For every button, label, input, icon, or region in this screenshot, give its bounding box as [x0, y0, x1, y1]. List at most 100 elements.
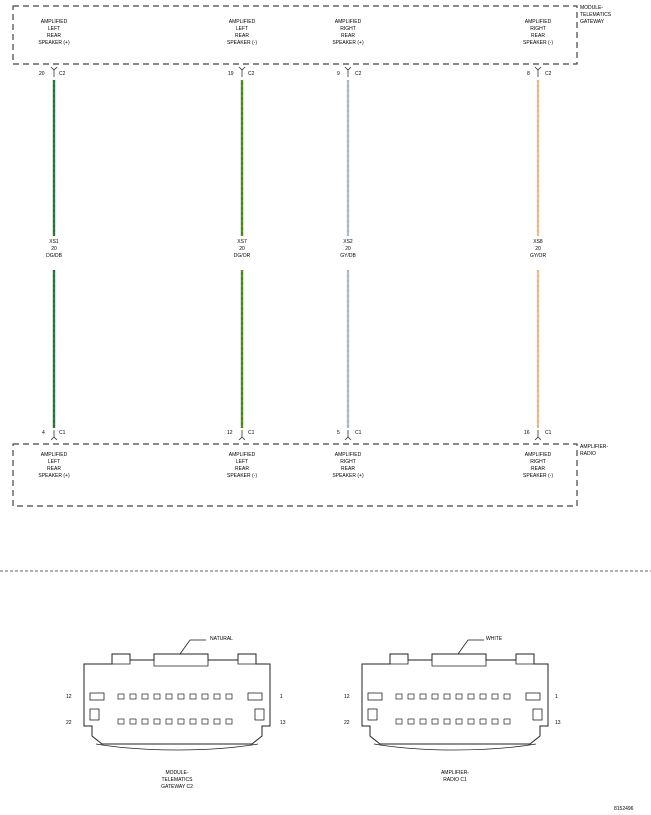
- bottom-pin-number: 4: [42, 430, 45, 436]
- terminal-mark: [50, 430, 58, 441]
- bottom-module-label: AMPLIFIER- RADIO: [580, 444, 608, 458]
- top-pin-number: 9: [337, 71, 340, 77]
- label-line: REAR: [341, 466, 355, 472]
- label-line: LEFT: [47, 26, 61, 32]
- label-line: RIGHT: [530, 459, 546, 465]
- label-line: SPEAKER (-): [522, 40, 554, 46]
- pin-cavity: [419, 693, 427, 700]
- connector-face-radio: [361, 639, 549, 751]
- terminal-mark: [534, 430, 542, 441]
- bottom-pin-number: 5: [337, 430, 340, 436]
- bottom-pin-number: 16: [524, 430, 530, 436]
- pin-cavity: [225, 693, 233, 700]
- caption-line: RADIO C1: [443, 777, 467, 783]
- pin-cavity: [177, 693, 185, 700]
- pin-cavity: [141, 693, 149, 700]
- top-module-box: [12, 5, 578, 65]
- wire-color-code: GY/OR: [529, 253, 547, 259]
- pin-cavity: [129, 693, 137, 700]
- wire-gauge: 20: [51, 246, 57, 252]
- pin-cavity: [201, 693, 209, 700]
- bottom-connector-id: C1: [248, 430, 255, 436]
- label-line: REAR: [531, 33, 545, 39]
- label-line: REAR: [341, 33, 355, 39]
- terminal-mark: [238, 66, 246, 77]
- circuit-bottom-label: AMPLIFIED LEFT REAR SPEAKER (+): [38, 452, 69, 480]
- pin-cavity: [189, 693, 197, 700]
- figure-id: 8152496: [614, 806, 634, 812]
- pin-cavity: [153, 718, 161, 725]
- pin-cavity: [129, 718, 137, 725]
- wire-gauge: 20: [239, 246, 245, 252]
- label-line: RIGHT: [530, 26, 546, 32]
- pin-cavity: [141, 718, 149, 725]
- label-line: AMPLIFIED: [524, 452, 552, 458]
- label-line: REAR: [235, 33, 249, 39]
- pin-cavity: [431, 693, 439, 700]
- label-line: AMPLIFIED: [334, 452, 362, 458]
- label-line: AMPLIFIED: [228, 19, 256, 25]
- top-module-line: TELEMATICS: [580, 12, 612, 18]
- top-module-line: GATEWAY: [580, 19, 605, 25]
- top-module-line: MODULE-: [580, 5, 604, 11]
- top-connector-id: C2: [59, 71, 66, 77]
- caption-line: TELEMATICS: [161, 777, 193, 783]
- pin-cavity: [395, 693, 403, 700]
- pin-cavity: [467, 693, 475, 700]
- bottom-connector-id: C1: [545, 430, 552, 436]
- pin-number-label: 12: [344, 694, 350, 700]
- pin-cavity: [201, 718, 209, 725]
- wire-color-code: DG/DB: [46, 253, 62, 259]
- pin-cavity: [491, 693, 499, 700]
- wire-callout: XS1 20 DG/DB: [46, 239, 62, 260]
- circuit-bottom-label: AMPLIFIED RIGHT REAR SPEAKER (-): [523, 452, 553, 480]
- bottom-module-line: AMPLIFIER-: [580, 444, 609, 450]
- wire-gauge: 20: [535, 246, 541, 252]
- wire-gauge: 20: [345, 246, 351, 252]
- top-pin-number: 20: [39, 71, 45, 77]
- label-line: SPEAKER (-): [522, 473, 554, 479]
- wire-id: XS1: [49, 239, 59, 245]
- pin-cavity: [443, 693, 451, 700]
- pin-cavity: [189, 718, 197, 725]
- pin-cavity: [491, 718, 499, 725]
- connector-color-label: WHITE: [486, 636, 503, 642]
- terminal-mark: [238, 430, 246, 441]
- circuit-top-label: AMPLIFIED LEFT REAR SPEAKER (-): [227, 19, 257, 47]
- circuit-top-label: AMPLIFIED RIGHT REAR SPEAKER (-): [523, 19, 553, 47]
- pin-cavity: [213, 693, 221, 700]
- connector-caption: AMPLIFIER- RADIO C1: [441, 770, 469, 784]
- circuit-top-label: AMPLIFIED RIGHT REAR SPEAKER (+): [332, 19, 363, 47]
- circuit-bottom-label: AMPLIFIED RIGHT REAR SPEAKER (+): [332, 452, 363, 480]
- pin-number-label: 13: [555, 720, 561, 726]
- bottom-module-box: [12, 443, 578, 507]
- pin-cavity: [503, 693, 511, 700]
- label-line: AMPLIFIED: [524, 19, 552, 25]
- circuit-top-label: AMPLIFIED LEFT REAR SPEAKER (+): [38, 19, 69, 47]
- label-line: LEFT: [235, 26, 249, 32]
- label-line: AMPLIFIED: [334, 19, 362, 25]
- pin-cavity: [225, 718, 233, 725]
- caption-line: MODULE-: [165, 770, 189, 776]
- label-line: LEFT: [235, 459, 249, 465]
- label-line: REAR: [531, 466, 545, 472]
- pin-cavity: [419, 718, 427, 725]
- wire-callout: XS2 20 GY/DB: [340, 239, 356, 260]
- pin-cavity: [213, 718, 221, 725]
- pin-cavity: [479, 718, 487, 725]
- pin-cavity: [395, 718, 403, 725]
- caption-line: AMPLIFIER-: [440, 770, 470, 776]
- pin-cavity: [503, 718, 511, 725]
- label-line: AMPLIFIED: [228, 452, 256, 458]
- connector-caption: MODULE- TELEMATICS GATEWAY C2: [161, 770, 193, 791]
- label-line: SPEAKER (-): [226, 473, 258, 479]
- caption-line: GATEWAY C2: [161, 784, 193, 790]
- bottom-pin-number: 12: [227, 430, 233, 436]
- label-line: RIGHT: [340, 26, 356, 32]
- circuit-bottom-label: AMPLIFIED LEFT REAR SPEAKER (-): [227, 452, 257, 480]
- label-line: SPEAKER (+): [332, 40, 364, 46]
- pin-cavity: [431, 718, 439, 725]
- terminal-mark: [50, 66, 58, 77]
- pin-number-label: 22: [66, 720, 72, 726]
